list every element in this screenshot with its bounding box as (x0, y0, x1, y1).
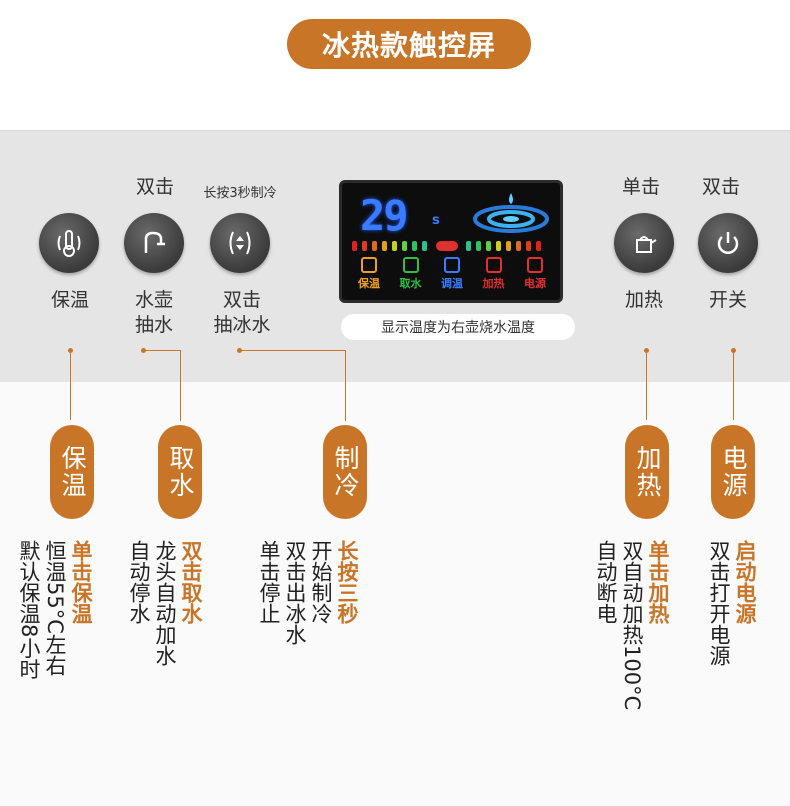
ice-water-label-2: 抽冰水 (213, 314, 271, 336)
bar (506, 241, 511, 251)
kettle-pump-label-1: 水壶 (134, 289, 173, 311)
heat-line-2: 双自动加热100°C (620, 540, 644, 711)
bar (526, 241, 531, 251)
bar (496, 241, 501, 251)
heat-label: 加热 (624, 289, 663, 311)
bar (476, 241, 481, 251)
power-pill: 电源 (711, 425, 755, 519)
keep-warm-button[interactable] (39, 213, 99, 273)
power-line-1: 启动电源 (733, 540, 757, 624)
kettle-pump-label: 水壶 抽水 (124, 288, 184, 338)
keep-warm-line-1: 单击保温 (69, 540, 93, 624)
up-down-icon (229, 231, 251, 255)
bar (536, 241, 541, 251)
connector-line (646, 350, 647, 420)
page-title: 冰热款触控屏 (287, 19, 531, 69)
cool-pill: 制冷 (323, 425, 367, 519)
bar (466, 241, 471, 251)
cool-line-3: 双击出冰水 (283, 540, 307, 645)
display-icon-power: 电源 (516, 257, 554, 291)
display-icon-adjust: 调温 (433, 257, 471, 291)
bar (382, 241, 387, 251)
cool-description: 长按三秒 开始制冷 双击出冰水 单击停止 (256, 540, 360, 740)
heat-button[interactable] (614, 213, 674, 273)
heat-line-3: 自动断电 (594, 540, 618, 624)
connector-line (143, 350, 181, 421)
double-tap-label-left: 双击 (135, 176, 174, 198)
led-display: 29 s 保温 取水 调温 加热 电源 (339, 180, 563, 303)
keep-warm-line-2: 恒温55°C左右 (43, 540, 67, 676)
fetch-line-1: 双击取水 (179, 540, 203, 624)
kettle-pump-label-2: 抽水 (134, 314, 173, 336)
display-digits: 29 (360, 191, 409, 240)
ice-water-label-1: 双击 (222, 289, 261, 311)
fetch-line-3: 自动停水 (127, 540, 151, 624)
connector-line (733, 350, 734, 420)
display-icon-fetch: 取水 (392, 257, 430, 291)
bar (352, 241, 357, 251)
cool-line-1: 长按三秒 (335, 540, 359, 624)
double-tap-label-right: 双击 (701, 176, 740, 198)
fetch-line-2: 龙头自动加水 (153, 540, 177, 666)
power-description: 启动电源 双击打开电源 (706, 540, 758, 740)
faucet-icon (144, 231, 165, 253)
power-button[interactable] (698, 213, 758, 273)
single-tap-label: 单击 (621, 176, 660, 198)
kettle-icon (636, 236, 657, 253)
display-unit: s (432, 213, 440, 228)
bar-center (436, 241, 458, 251)
connector-line (239, 350, 346, 421)
cool-line-4: 单击停止 (257, 540, 281, 624)
bar (362, 241, 367, 251)
bar (402, 241, 407, 251)
bar (516, 241, 521, 251)
keep-warm-pill: 保温 (50, 425, 94, 519)
thermometer-icon (57, 230, 81, 257)
power-line-2: 双击打开电源 (707, 540, 731, 666)
bar (412, 241, 417, 251)
keep-warm-line-3: 默认保温8小时 (17, 540, 41, 680)
heat-line-1: 单击加热 (646, 540, 670, 624)
fetch-water-description: 双击取水 龙头自动加水 自动停水 (126, 540, 204, 740)
bar (486, 241, 491, 251)
ice-water-button[interactable] (210, 213, 270, 273)
heat-pill: 加热 (625, 425, 669, 519)
kettle-pump-button[interactable] (124, 213, 184, 273)
display-icon-heat: 加热 (475, 257, 513, 291)
keep-warm-label: 保温 (50, 289, 89, 311)
bar (422, 241, 427, 251)
bar (392, 241, 397, 251)
connector-line (70, 350, 71, 420)
fetch-water-pill: 取水 (158, 425, 202, 519)
ice-water-label: 双击 抽冰水 (204, 288, 280, 338)
water-drop-icon (473, 193, 549, 233)
heat-description: 单击加热 双自动加热100°C 自动断电 (593, 540, 671, 760)
power-icon (717, 232, 739, 254)
display-icon-keep-warm: 保温 (350, 257, 388, 291)
cool-line-2: 开始制冷 (309, 540, 333, 624)
long-press-label: 长按3秒制冷 (203, 186, 277, 201)
keep-warm-description: 单击保温 恒温55°C左右 默认保温8小时 (16, 540, 94, 740)
display-icons: 保温 取水 调温 加热 电源 (350, 257, 554, 291)
bar (372, 241, 377, 251)
lower-area (0, 382, 790, 806)
level-bars (350, 241, 550, 251)
power-label: 开关 (708, 289, 747, 311)
display-note: 显示温度为右壶烧水温度 (341, 314, 575, 340)
